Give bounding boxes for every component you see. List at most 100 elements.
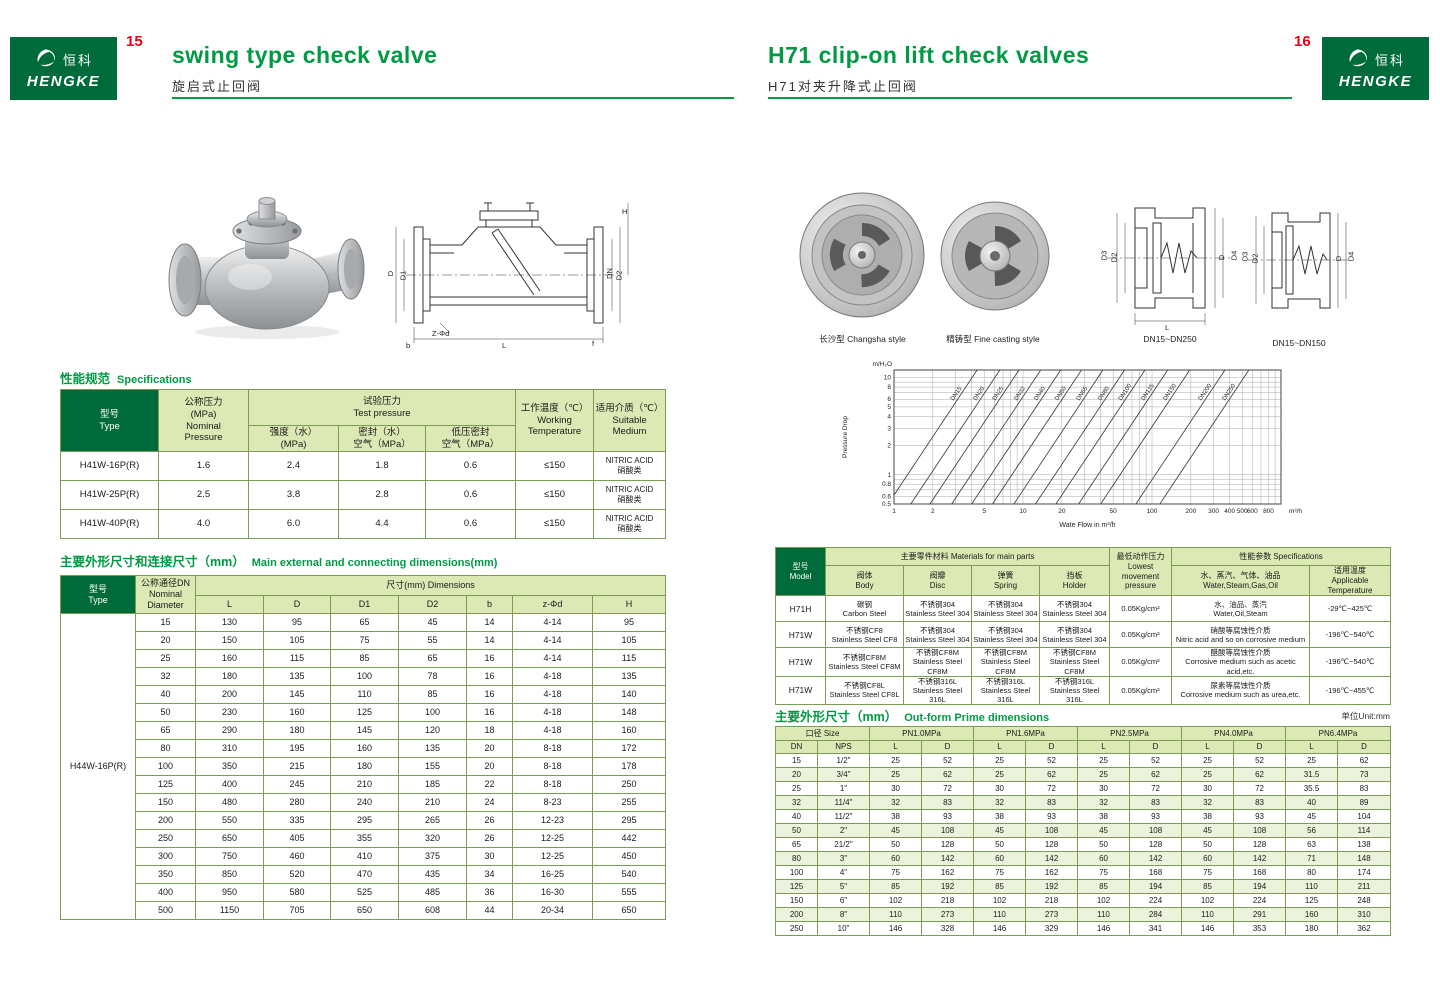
cell: 273 (1025, 907, 1079, 922)
cell: 16-30 (512, 883, 593, 902)
cell: 0.05Kg/cm² (1109, 647, 1172, 677)
cell: 4-14 (512, 649, 593, 668)
cell: 6" (816, 893, 871, 908)
svg-text:8: 8 (887, 384, 891, 391)
dim-label: D (1217, 254, 1227, 261)
cell: 20 (135, 631, 196, 650)
cell: 3/4" (816, 767, 871, 782)
cell: 水、油品、蒸汽 Water,Oil,Steam (1171, 595, 1310, 623)
cell: 50 (869, 837, 923, 852)
cell: 65 (398, 649, 467, 668)
cell: 485 (398, 883, 467, 902)
cell: 750 (195, 847, 264, 866)
page-subtitle-left: 旋启式止回阀 (172, 79, 263, 94)
cell: 62 (921, 767, 975, 782)
cell: 335 (263, 811, 331, 830)
dim-header-dn: 公称通径DN Nominal Diameter (135, 575, 196, 614)
cell: 不锈钢304 Stainless Steel 304 (1039, 621, 1110, 649)
cell: 95 (263, 613, 331, 632)
cell: 85 (1181, 879, 1235, 894)
cell: 145 (330, 721, 399, 740)
cell: 210 (398, 793, 467, 812)
cell: 8-18 (512, 775, 593, 794)
cell: -29℃~425℃ (1309, 595, 1391, 623)
out-sub: L (1077, 740, 1131, 754)
mat-header-pressure: 最低动作压力 Lowest movement pressure (1109, 546, 1172, 597)
dim-label: L (502, 341, 507, 350)
cell: 尿素等腐蚀性介质 Corrosive medium such as urea,e… (1171, 675, 1310, 706)
cell: 108 (1233, 823, 1287, 838)
cell: 1.6 (158, 451, 249, 481)
svg-text:5: 5 (982, 508, 986, 515)
cell: 110 (330, 685, 399, 704)
out-header-size: 口径 Size (774, 726, 871, 741)
cell: 38 (869, 809, 923, 824)
page-number-right: 16 (1294, 33, 1311, 50)
cell: 105 (591, 631, 667, 650)
cell: 15 (135, 613, 196, 632)
cell: 650 (591, 901, 667, 920)
cell: 不锈钢CF8M Stainless Steel CF8M (971, 647, 1040, 677)
drawing-caption: DN15~DN150 (1272, 338, 1326, 348)
dim-header-dims: 尺寸(mm) Dimensions (194, 575, 667, 596)
cell: 108 (1129, 823, 1183, 838)
cell: 160 (591, 721, 667, 740)
cell: 83 (1129, 795, 1183, 810)
cell: 4-18 (512, 685, 593, 704)
title-rule-right (768, 97, 1292, 99)
heading-cn: 性能规范 (60, 372, 111, 386)
cell: 25 (135, 649, 196, 668)
cell: 72 (921, 781, 975, 796)
cell: 350 (135, 865, 196, 884)
cell: 120 (398, 721, 467, 740)
cell: 135 (263, 667, 331, 686)
cell: 89 (1337, 795, 1392, 810)
outform-table: 口径 Size PN1.0MPa PN1.6MPa PN2.5MPa PN4.0… (774, 726, 1392, 936)
cell: 26 (466, 811, 513, 830)
cell: 442 (591, 829, 667, 848)
dim-label: f (592, 339, 595, 348)
cell: 400 (135, 883, 196, 902)
cell: 78 (398, 667, 467, 686)
spec-header-type: 型号 Type (60, 389, 159, 452)
cell: 4.0 (158, 509, 249, 539)
cell: 不锈钢CF8M Stainless Steel CF8M (1039, 647, 1110, 677)
cell: 25 (973, 767, 1027, 782)
cell: 50 (775, 823, 818, 838)
cell: 72 (1025, 781, 1079, 796)
cell: 32 (1181, 795, 1235, 810)
svg-text:Pressure Drop: Pressure Drop (842, 416, 849, 458)
cell: 2.8 (338, 480, 426, 510)
cell: 128 (1129, 837, 1183, 852)
cell: 75 (973, 865, 1027, 880)
cell: 60 (1181, 851, 1235, 866)
cell: 38 (1077, 809, 1131, 824)
cell: 20 (466, 739, 513, 758)
model-cell: H44W-16P(R) (60, 613, 136, 920)
cell: 4-14 (512, 613, 593, 632)
cell: 35.5 (1285, 781, 1339, 796)
cell: H41W-40P(R) (60, 509, 159, 539)
cell: 115 (591, 649, 667, 668)
page-subtitle-right: H71对夹升降式止回阀 (768, 79, 918, 94)
cell: 2.5 (158, 480, 249, 510)
cell: 63 (1285, 837, 1339, 852)
cell: 11/4" (816, 795, 871, 810)
cell: 20-34 (512, 901, 593, 920)
cell: 75 (1181, 865, 1235, 880)
svg-text:800: 800 (1263, 508, 1274, 515)
cell: 155 (398, 757, 467, 776)
cell: 52 (1233, 753, 1287, 768)
cell: 320 (398, 829, 467, 848)
cell: NITRIC ACID 硝酸类 (593, 509, 667, 539)
cell: 25 (869, 753, 923, 768)
cell: 162 (921, 865, 975, 880)
cell: 60 (973, 851, 1027, 866)
